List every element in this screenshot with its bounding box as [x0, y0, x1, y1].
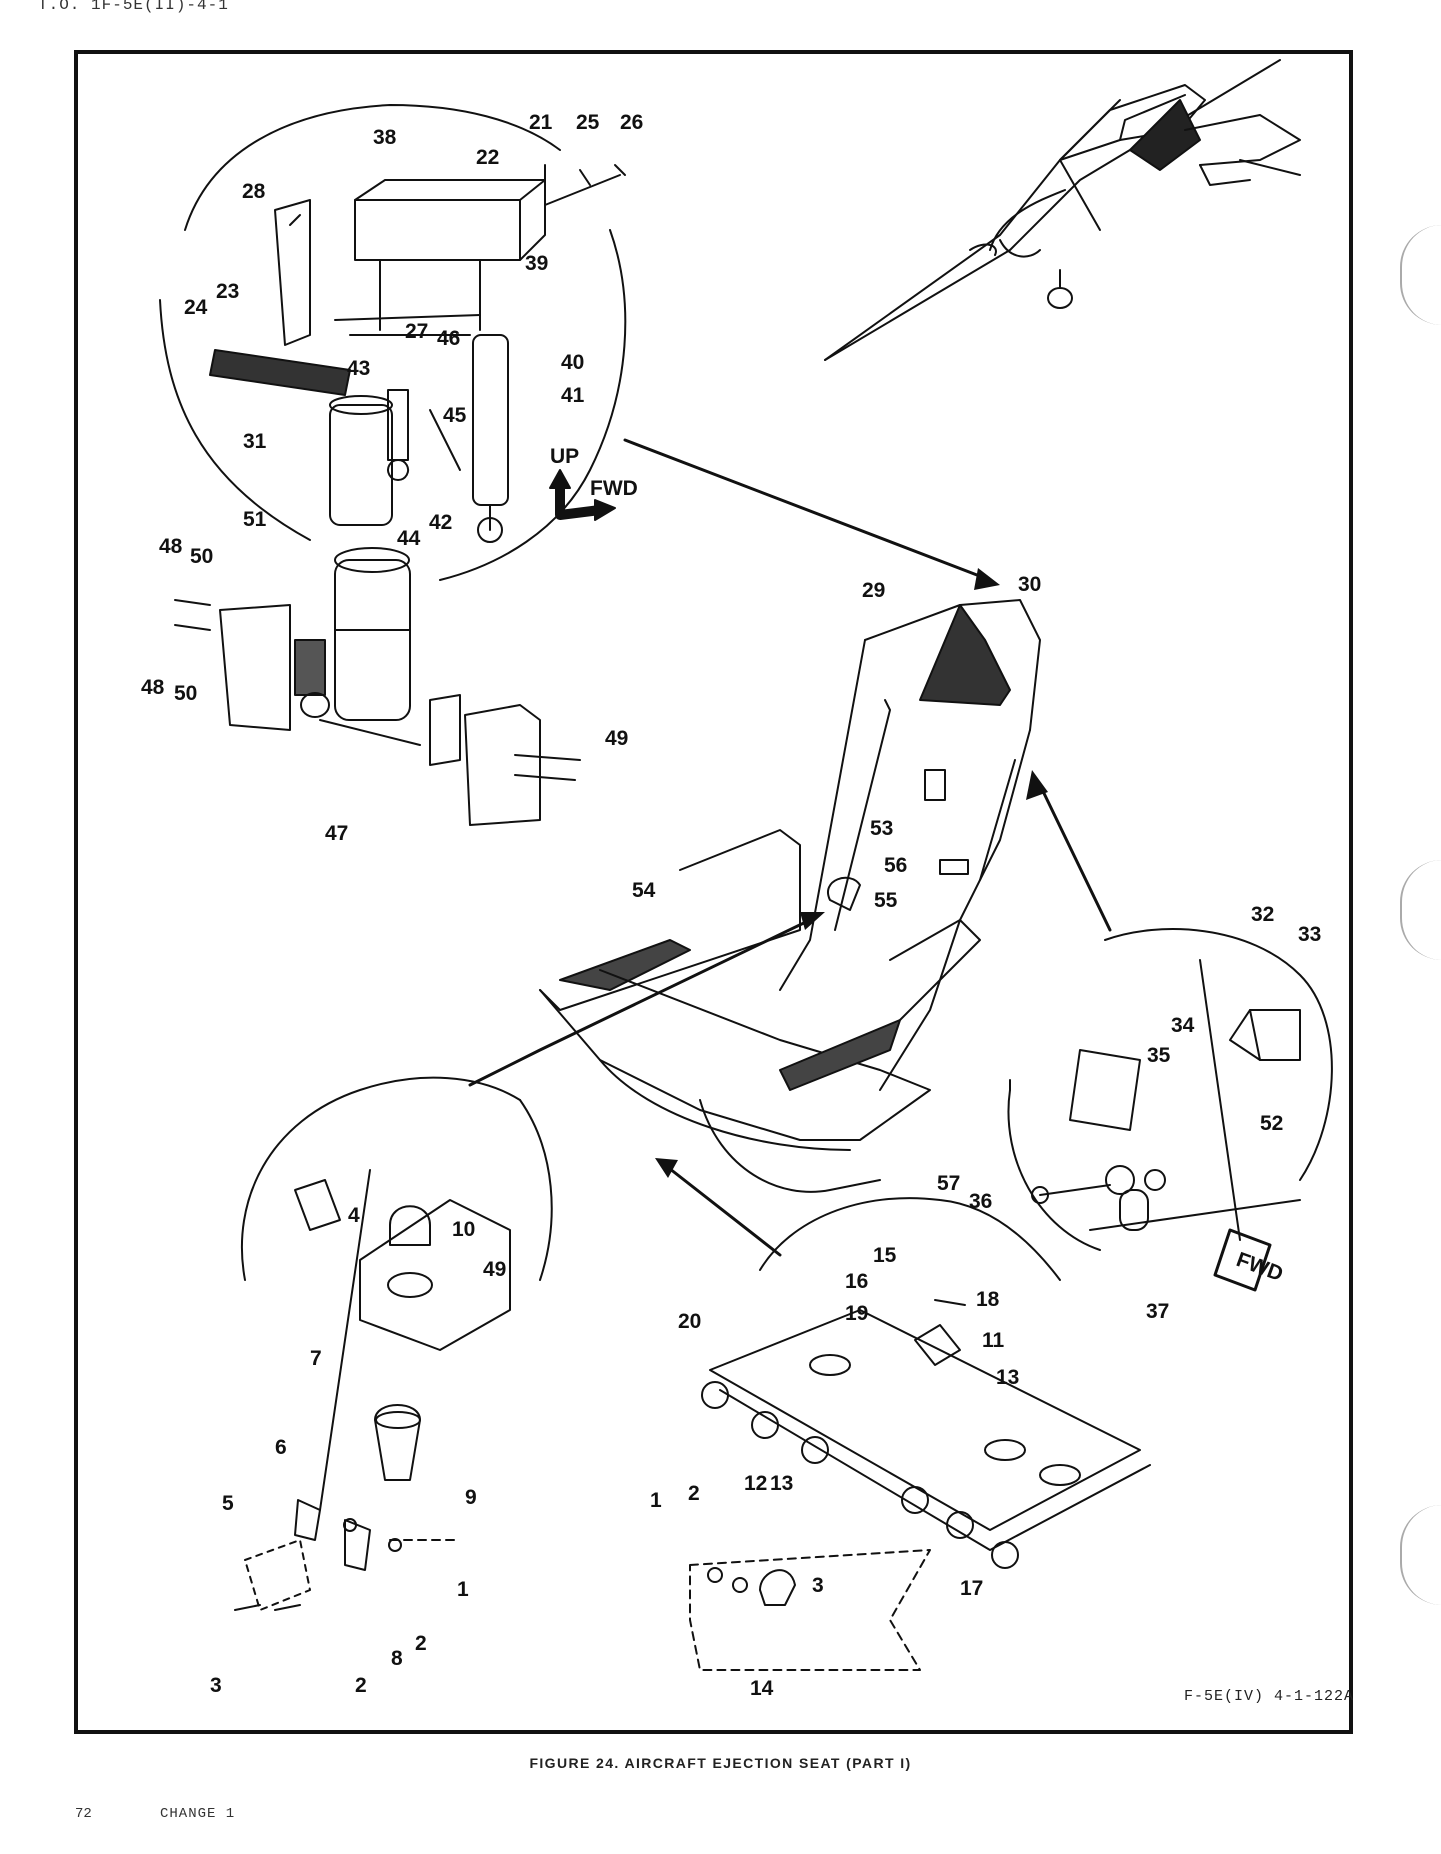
figure-caption: FIGURE 24. AIRCRAFT EJECTION SEAT (PART …: [529, 1755, 912, 1771]
upper-detail-circle: [159, 104, 627, 581]
callout-label: 50: [174, 682, 197, 705]
callout-label: 1: [457, 1578, 469, 1601]
callout-label: 16: [845, 1270, 868, 1293]
callout-label: 49: [605, 727, 628, 750]
callout-label: 32: [1251, 903, 1274, 926]
callout-label: 40: [561, 351, 584, 374]
page-number: 72: [75, 1806, 92, 1822]
callout-label: 35: [1147, 1044, 1171, 1067]
callout-label: 24: [184, 296, 208, 319]
callout-label: 3: [210, 1674, 222, 1697]
change-notice: CHANGE 1: [160, 1806, 236, 1822]
callout-label: 56: [884, 854, 907, 877]
callout-label: 36: [969, 1190, 992, 1213]
callout-label: 13: [996, 1366, 1019, 1389]
callout-label: 29: [862, 579, 885, 602]
callout-label: 11: [982, 1329, 1005, 1352]
callout-label: 47: [325, 822, 348, 845]
callout-label: 54: [632, 879, 656, 902]
callout-labels: 1 1 2 2 2 3 3 4 5 6 7 8 9 10 11 12 13 13…: [141, 111, 1321, 1700]
callout-label: 53: [870, 817, 893, 840]
callout-label: 48: [141, 676, 165, 699]
callout-label: 2: [688, 1482, 700, 1505]
figure-id-label: F-5E(IV) 4-1-122A: [1184, 1688, 1355, 1705]
callout-label: 7: [310, 1347, 322, 1370]
callout-label: 6: [275, 1436, 287, 1459]
callout-label: 44: [397, 527, 421, 550]
document-code: T.O. 1F-5E(II)-4-1: [38, 0, 229, 14]
right-detail-circle: [1007, 928, 1333, 1292]
callout-label: 34: [1171, 1014, 1195, 1037]
callout-label: 2: [415, 1632, 427, 1655]
callout-label: 2: [355, 1674, 367, 1697]
lower-right-detail-circle: [689, 1197, 1151, 1671]
callout-label: 45: [443, 404, 467, 427]
callout-label: 31: [243, 430, 267, 453]
callout-label: 17: [960, 1577, 983, 1600]
callout-label: 48: [159, 535, 183, 558]
callout-label: 20: [678, 1310, 701, 1333]
callout-label: 57: [937, 1172, 960, 1195]
callout-label: 12: [744, 1472, 767, 1495]
callout-label: 8: [391, 1647, 403, 1670]
callout-label: 22: [476, 146, 499, 169]
callout-label: 42: [429, 511, 452, 534]
connector-arrows: [468, 438, 1112, 1257]
callout-label: 51: [243, 508, 267, 531]
callout-label: 4: [348, 1204, 360, 1227]
up-label: UP: [550, 445, 579, 468]
callout-label: 52: [1260, 1112, 1283, 1135]
callout-label: 43: [347, 357, 370, 380]
callout-label: 41: [561, 384, 585, 407]
callout-label: 28: [242, 180, 266, 203]
callout-label: 37: [1146, 1300, 1169, 1323]
callout-label: 10: [452, 1218, 475, 1241]
callout-label: 23: [216, 280, 239, 303]
callout-label: 15: [873, 1244, 897, 1267]
callout-label: 21: [529, 111, 553, 134]
callout-label: 26: [620, 111, 643, 134]
binder-tab-mark: [1400, 1505, 1441, 1605]
aircraft-nose-illustration: [824, 59, 1301, 361]
callout-label: 39: [525, 252, 548, 275]
callout-label: 9: [465, 1486, 477, 1509]
fwd-label: FWD: [590, 477, 638, 500]
lower-left-detail-circle: [234, 1076, 553, 1611]
callout-label: 14: [750, 1677, 774, 1700]
callout-label: 5: [222, 1492, 234, 1515]
callout-label: 3: [812, 1574, 824, 1597]
callout-label: 38: [373, 126, 397, 149]
catapult-assembly: [174, 547, 581, 826]
callout-label: 19: [845, 1302, 868, 1325]
callout-label: 50: [190, 545, 213, 568]
callout-label: 18: [976, 1288, 1000, 1311]
binder-tab-mark: [1400, 860, 1441, 960]
callout-label: 33: [1298, 923, 1321, 946]
figure-frame: [74, 50, 1353, 1734]
callout-label: 46: [437, 327, 460, 350]
callout-label: 55: [874, 889, 898, 912]
callout-label: 30: [1018, 573, 1041, 596]
callout-label: 49: [483, 1258, 506, 1281]
callout-label: 13: [770, 1472, 793, 1495]
ejection-seat-main: [539, 599, 1041, 1193]
callout-label: 25: [576, 111, 600, 134]
callout-label: 27: [405, 320, 428, 343]
callout-label: 1: [650, 1489, 662, 1512]
binder-tab-mark: [1400, 225, 1441, 325]
